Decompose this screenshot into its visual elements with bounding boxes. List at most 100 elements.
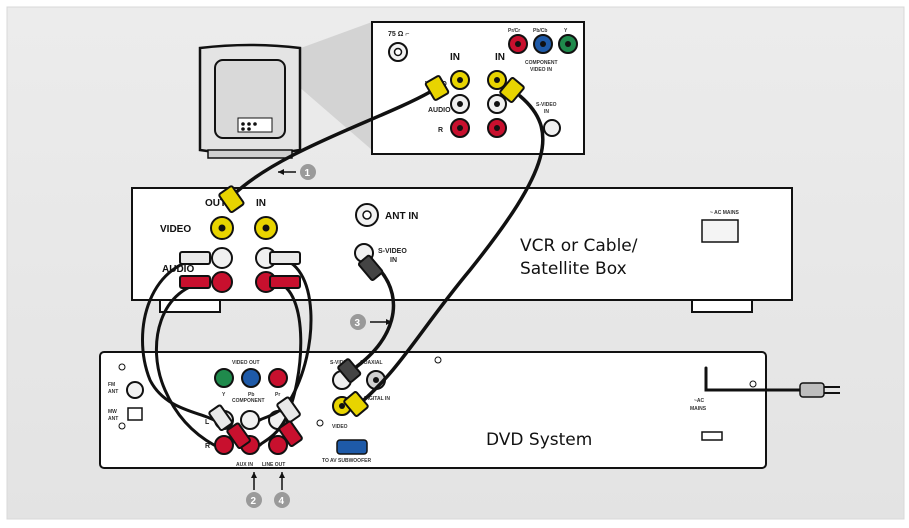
dvd-video-label: VIDEO	[332, 424, 348, 430]
step-3-circle	[350, 314, 366, 330]
dvd-body	[99, 351, 767, 469]
cable-svideo-tv-to-dvd	[356, 94, 545, 407]
cable-4-audio-l	[258, 256, 313, 422]
dvd-fm-label-2: ANT	[108, 389, 118, 395]
step-1-number: 1	[305, 168, 311, 179]
step-2-number: 2	[251, 496, 257, 507]
dvd-component-label: COMPONENT	[232, 398, 265, 404]
tv-component-title-2: VIDEO IN	[530, 67, 552, 73]
vcr-svideo-label-1: S-VIDEO	[378, 248, 407, 255]
vcr-ac-label: ~ AC MAINS	[710, 210, 740, 216]
step-3-number: 3	[355, 318, 361, 329]
vcr-name-line-2: Satellite Box	[520, 259, 627, 279]
dvd-l-label: L	[205, 419, 210, 426]
step-markers: 1 2 3 4	[246, 164, 392, 508]
dvd-pr-label: Pr	[275, 392, 280, 398]
plug-dvd-aux-l	[208, 404, 233, 431]
cable-1-video	[230, 90, 432, 198]
plug-dvd-line-out-r	[278, 420, 303, 447]
dvd-extra-r-jack	[268, 435, 288, 455]
cable-4-audio-r	[258, 280, 303, 447]
cable-3-svideo	[350, 268, 396, 372]
dvd-line-out-l-jack	[240, 410, 260, 430]
vcr-in-label: IN	[256, 198, 266, 209]
plug-vcr-svideo	[357, 254, 384, 281]
plug-vcr-video-out	[218, 185, 245, 213]
tv-in-label-right: IN	[495, 52, 505, 63]
vcr-video-label: VIDEO	[160, 224, 191, 235]
plug-vcr-audio-out-r	[179, 275, 211, 289]
dvd-coaxial-label: COAXIAL	[360, 360, 383, 366]
tv-in-label-left: IN	[450, 52, 460, 63]
vcr-name-line-1: VCR or Cable/	[520, 236, 638, 256]
tv-svideo-label-2: IN	[544, 109, 549, 115]
tv-rear-view	[198, 22, 372, 159]
dvd-subwoofer-connector	[336, 439, 368, 455]
dvd-fm-label-1: FM	[108, 382, 115, 388]
tv-antenna-label: 75 Ω ⌐	[388, 31, 409, 38]
dvd-name: DVD System	[486, 430, 592, 450]
dvd-y-jack	[214, 368, 234, 388]
tv-component-title-1: COMPONENT	[525, 60, 558, 66]
vcr-audio-label: AUDIO	[162, 264, 194, 275]
cable-2-audio-r	[154, 280, 216, 447]
tv-audio-label: AUDIO	[428, 107, 451, 114]
plug-dvd-video	[343, 391, 369, 417]
step-4-circle	[274, 492, 290, 508]
vcr-out-label: OUT	[205, 198, 226, 209]
vcr-foot-left	[159, 299, 221, 313]
cable-2-audio-l	[141, 256, 216, 422]
dvd-aux-in-r-jack	[214, 435, 234, 455]
vcr-foot-right	[691, 299, 753, 313]
step-4-number: 4	[279, 496, 285, 507]
dvd-digital-in-label: DIGITAL IN	[364, 396, 390, 402]
dvd-ac-label-1: ~AC	[694, 398, 705, 404]
dvd-y-label: Y	[222, 392, 226, 398]
power-plug	[799, 382, 825, 398]
vcr-audio-out-l-jack	[211, 247, 233, 269]
plug-vcr-audio-in-l	[269, 251, 301, 265]
dvd-pb-label: Pb	[248, 392, 254, 398]
tv-pb-label: Pb/Cb	[533, 28, 547, 34]
tv-jack-panel: 75 Ω ⌐ IN IN VIDEO AUDIO R Pr/Cr Pb/Cb Y…	[371, 21, 585, 155]
dvd-mw-label-2: ANT	[108, 416, 118, 422]
plug-dvd-aux-r	[226, 422, 251, 449]
vcr-ac-socket	[701, 219, 739, 243]
tv-y-label: Y	[564, 28, 568, 34]
dvd-ac-socket	[701, 431, 723, 441]
dvd-pr-jack	[268, 368, 288, 388]
dvd-power-cable	[704, 366, 802, 392]
dvd-r-label: R	[205, 443, 210, 450]
tv-r-label: R	[438, 127, 443, 134]
tv-pr-label: Pr/Cr	[508, 28, 520, 34]
dvd-pb-jack	[241, 368, 261, 388]
dvd-video-out-label: VIDEO OUT	[232, 360, 260, 366]
plug-dvd-line-out-l	[276, 396, 301, 423]
vcr-audio-out-r-jack	[211, 271, 233, 293]
tv-stand	[207, 149, 293, 159]
plug-dvd-svideo	[337, 358, 362, 383]
dvd-line-out-label: LINE OUT	[262, 462, 285, 468]
plug-vcr-audio-in-r	[269, 275, 301, 289]
step-1-circle	[300, 164, 316, 180]
vcr-ant-in-label: ANT IN	[385, 211, 418, 222]
tv-svideo-jack	[543, 119, 561, 137]
dvd-svideo-label: S-VIDEO	[330, 360, 351, 366]
step-2-circle	[246, 492, 262, 508]
tv-svideo-label-1: S-VIDEO	[536, 102, 557, 108]
plugs	[179, 75, 840, 449]
dvd-mw-label-1: MW	[108, 409, 117, 415]
dvd-mw-terminal	[127, 407, 143, 421]
vcr-svideo-label-2: IN	[390, 257, 397, 264]
plug-vcr-audio-out-l	[179, 251, 211, 265]
cables	[141, 90, 802, 447]
dvd-fm-jack	[126, 381, 144, 399]
dvd-system: FM ANT MW ANT VIDEO OUT Y Pb Pr COMPONEN…	[99, 351, 767, 469]
dvd-subwoofer-label: TO AV SUBWOOFER	[322, 458, 371, 464]
plug-tv-video-in	[424, 75, 450, 101]
plug-tv-svideo	[499, 77, 525, 103]
dvd-ac-label-2: MAINS	[690, 406, 707, 412]
dvd-aux-in-label: AUX IN	[236, 462, 253, 468]
